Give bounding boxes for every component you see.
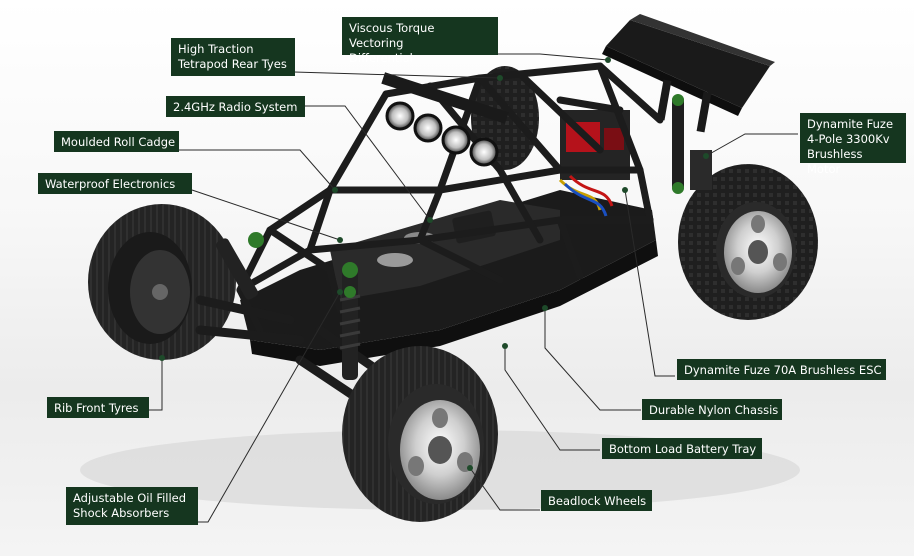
label-viscous-differential: Viscous Torque Vectoring Differential	[342, 17, 498, 65]
label-brushless-motor: Dynamite Fuze 4-Pole 3300Kv Brushless Mo…	[800, 113, 906, 176]
roof-light-2	[413, 113, 443, 143]
rear-wing	[602, 14, 775, 133]
roof-light-3	[441, 125, 471, 155]
label-brushless-esc: Dynamite Fuze 70A Brushless ESC	[677, 359, 886, 380]
leader-motor	[705, 133, 798, 157]
label-nylon-chassis: Durable Nylon Chassis	[642, 399, 782, 420]
label-radio-system: 2.4GHz Radio System	[166, 96, 305, 117]
front-shocks	[215, 232, 361, 380]
leader-chassis	[544, 308, 641, 411]
leader-rear-tyres	[293, 71, 501, 79]
leader-electronics	[191, 189, 341, 241]
label-beadlock-wheels: Beadlock Wheels	[541, 490, 652, 511]
leader-dots	[159, 57, 709, 471]
leader-lines	[148, 53, 798, 523]
leader-esc	[624, 189, 675, 377]
label-rear-tyres: High Traction Tetrapod Rear Tyes	[171, 38, 295, 76]
rear-shocks	[672, 94, 684, 194]
light-bar	[381, 72, 509, 167]
front-left-tyre	[88, 204, 236, 360]
leader-battery	[504, 346, 600, 451]
roof-light-1	[385, 101, 415, 131]
label-waterproof-electronics: Waterproof Electronics	[38, 173, 192, 194]
leader-front-tyres	[148, 358, 163, 411]
leader-roll-cage	[178, 149, 336, 191]
label-roll-cage: Moulded Roll Cadge	[54, 131, 179, 152]
label-shock-absorbers: Adjustable Oil Filled Shock Absorbers	[66, 487, 198, 525]
leader-radio	[305, 105, 431, 221]
rear-right-tyre	[678, 164, 818, 320]
roof-light-4	[469, 137, 499, 167]
leader-shocks	[198, 291, 341, 523]
leader-wheels	[469, 467, 540, 511]
label-front-tyres: Rib Front Tyres	[47, 397, 149, 418]
roll-cage	[236, 62, 664, 334]
label-battery-tray: Bottom Load Battery Tray	[602, 438, 762, 459]
front-right-tyre	[342, 346, 498, 522]
